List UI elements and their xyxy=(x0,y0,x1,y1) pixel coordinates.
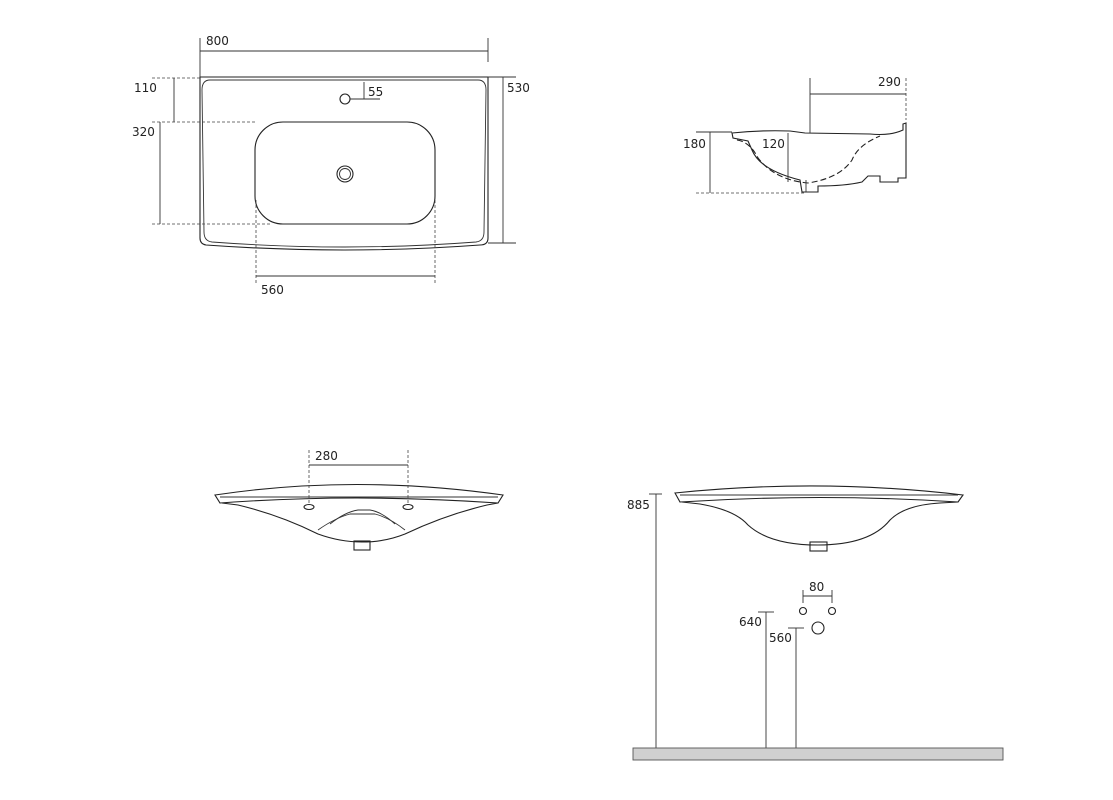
dim-180-label: 180 xyxy=(683,137,706,151)
front-view-bowl-inner xyxy=(329,509,396,525)
dim-55-label: 55 xyxy=(368,85,383,99)
dim-885-label: 885 xyxy=(627,498,650,512)
floor xyxy=(632,747,1004,761)
top-view-tap-hole xyxy=(339,93,351,105)
side-view-outline xyxy=(731,122,907,193)
installation-underside xyxy=(681,501,959,546)
supply-left-point xyxy=(798,606,808,616)
front-view: 280 xyxy=(214,449,504,551)
dim-530-label: 530 xyxy=(507,81,530,95)
front-view-drain xyxy=(353,540,371,551)
dim-560-label: 560 xyxy=(261,283,284,297)
waste-point xyxy=(811,621,825,635)
dim-80-label: 80 xyxy=(809,580,824,594)
top-view-basin-outline xyxy=(199,76,489,251)
dim-320-label: 320 xyxy=(132,125,155,139)
top-view: 800 110 320 55 530 560 xyxy=(132,34,530,297)
installation-drain xyxy=(809,541,828,552)
front-view-bowl xyxy=(317,513,406,531)
top-view-drain-inner xyxy=(339,168,351,180)
front-view-rim xyxy=(214,483,504,504)
dim-110-label: 110 xyxy=(134,81,157,95)
dim-290-label: 290 xyxy=(878,75,901,89)
side-view-inner-section xyxy=(736,135,881,184)
top-view-inner-rim xyxy=(201,79,487,248)
supply-right-point xyxy=(827,606,837,616)
top-view-bowl xyxy=(254,121,436,225)
dim-120-label: 120 xyxy=(762,137,785,151)
front-view-fixing-right xyxy=(402,503,414,511)
installation-rim xyxy=(674,485,964,503)
top-view-drain-outer xyxy=(336,165,354,183)
front-view-fixing-left xyxy=(303,503,315,511)
dim-280-label: 280 xyxy=(315,449,338,463)
dim-800-label: 800 xyxy=(206,34,229,48)
dim-560-install-label: 560 xyxy=(769,631,792,645)
dim-640-label: 640 xyxy=(739,615,762,629)
installation-view: 80 885 640 560 xyxy=(627,485,1004,761)
front-view-underside xyxy=(221,502,499,543)
side-view: 290 180 120 xyxy=(683,75,907,194)
